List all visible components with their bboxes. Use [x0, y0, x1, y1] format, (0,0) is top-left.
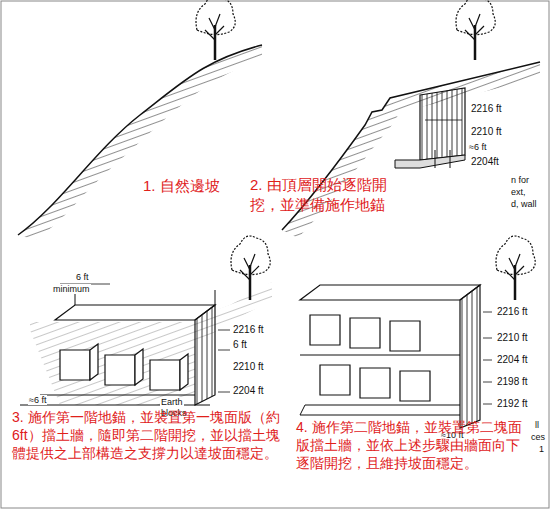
- dimension-label: 2204ft: [470, 156, 500, 168]
- dimension-label: 2210 ft: [496, 332, 529, 344]
- dimension-label: n for: [510, 175, 530, 185]
- dimension-label: 1: [538, 444, 545, 454]
- dimension-label: 2204 ft: [496, 354, 529, 366]
- dimension-label: 2210 ft: [232, 361, 265, 373]
- step-caption: 2. 由頂層開始逐階開挖，並準備施作地錨: [250, 175, 400, 214]
- dimension-label: ext,: [510, 187, 527, 197]
- dimension-label: 1. 自然邊坡: [142, 177, 221, 194]
- dimension-label: 2204 ft: [232, 385, 265, 397]
- step-caption: 3. 施作第一階地錨，並裝置第一塊面版（約6ft）擋土牆，隨即第二階開挖，並以擋…: [12, 408, 280, 463]
- dimension-label: ces: [530, 432, 546, 442]
- dimension-label: ≈6 ft: [28, 395, 47, 405]
- dimension-label: 6 ft: [75, 272, 90, 282]
- dimension-label: 2210 ft: [470, 126, 503, 138]
- dimension-label: 6 ft: [232, 339, 248, 351]
- dimension-label: 2216 ft: [470, 103, 503, 115]
- dimension-label: 2198 ft: [496, 376, 529, 388]
- dimension-label: Earth: [160, 397, 184, 407]
- dimension-label: 2192 ft: [496, 398, 529, 410]
- dimension-label: 2216 ft: [496, 306, 529, 318]
- dimension-label: minimum: [52, 284, 91, 294]
- dimension-label: ll: [534, 420, 540, 430]
- step-caption: 4. 施作第二階地錨，並裝置第二塊面版擋土牆，並依上述步驟由牆面向下逐階開挖，且…: [296, 418, 528, 473]
- dimension-label: 2216 ft: [232, 324, 265, 336]
- dimension-label: ≈6 ft: [468, 142, 487, 152]
- dimension-label: d, wall: [510, 199, 538, 209]
